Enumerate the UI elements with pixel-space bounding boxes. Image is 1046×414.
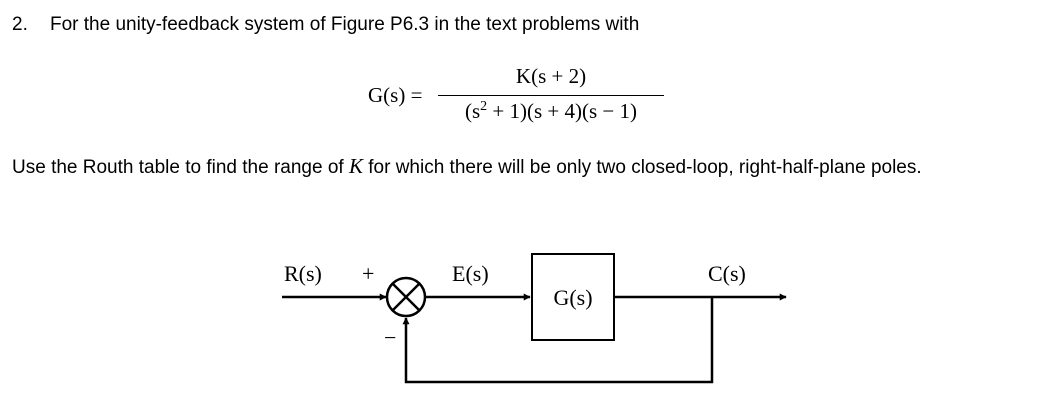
input-label: R(s) — [284, 261, 322, 286]
instruction-variable: K — [348, 154, 363, 178]
equation-numerator: K(s + 2) — [515, 64, 587, 88]
fraction-bar — [438, 95, 664, 96]
problem-text: For the unity-feedback system of Figure … — [50, 14, 640, 35]
plant-block-label: G(s) — [553, 285, 592, 310]
summing-junction — [385, 276, 427, 318]
instruction-after: for which there will be only two closed-… — [362, 157, 922, 178]
minus-sign: − — [384, 325, 396, 350]
feedback-path — [402, 297, 714, 384]
denominator-exponent: 2 — [480, 99, 488, 114]
instruction-text: Use the Routh table to find the range of… — [12, 154, 922, 179]
instruction-before: Use the Routh table to find the range of — [12, 157, 349, 178]
output-label: C(s) — [708, 261, 746, 286]
equation-denominator: (s2 + 1)(s + 4)(s − 1) — [438, 99, 664, 124]
problem-statement: 2. For the unity-feedback system of Figur… — [12, 14, 639, 36]
equation-lhs: G(s) = — [368, 83, 423, 107]
problem-number: 2. — [12, 14, 28, 35]
denominator-part1: (s — [464, 99, 481, 123]
plus-sign: + — [362, 261, 374, 286]
denominator-part2: + 1)(s + 4)(s − 1) — [487, 99, 637, 123]
error-label: E(s) — [452, 261, 489, 286]
